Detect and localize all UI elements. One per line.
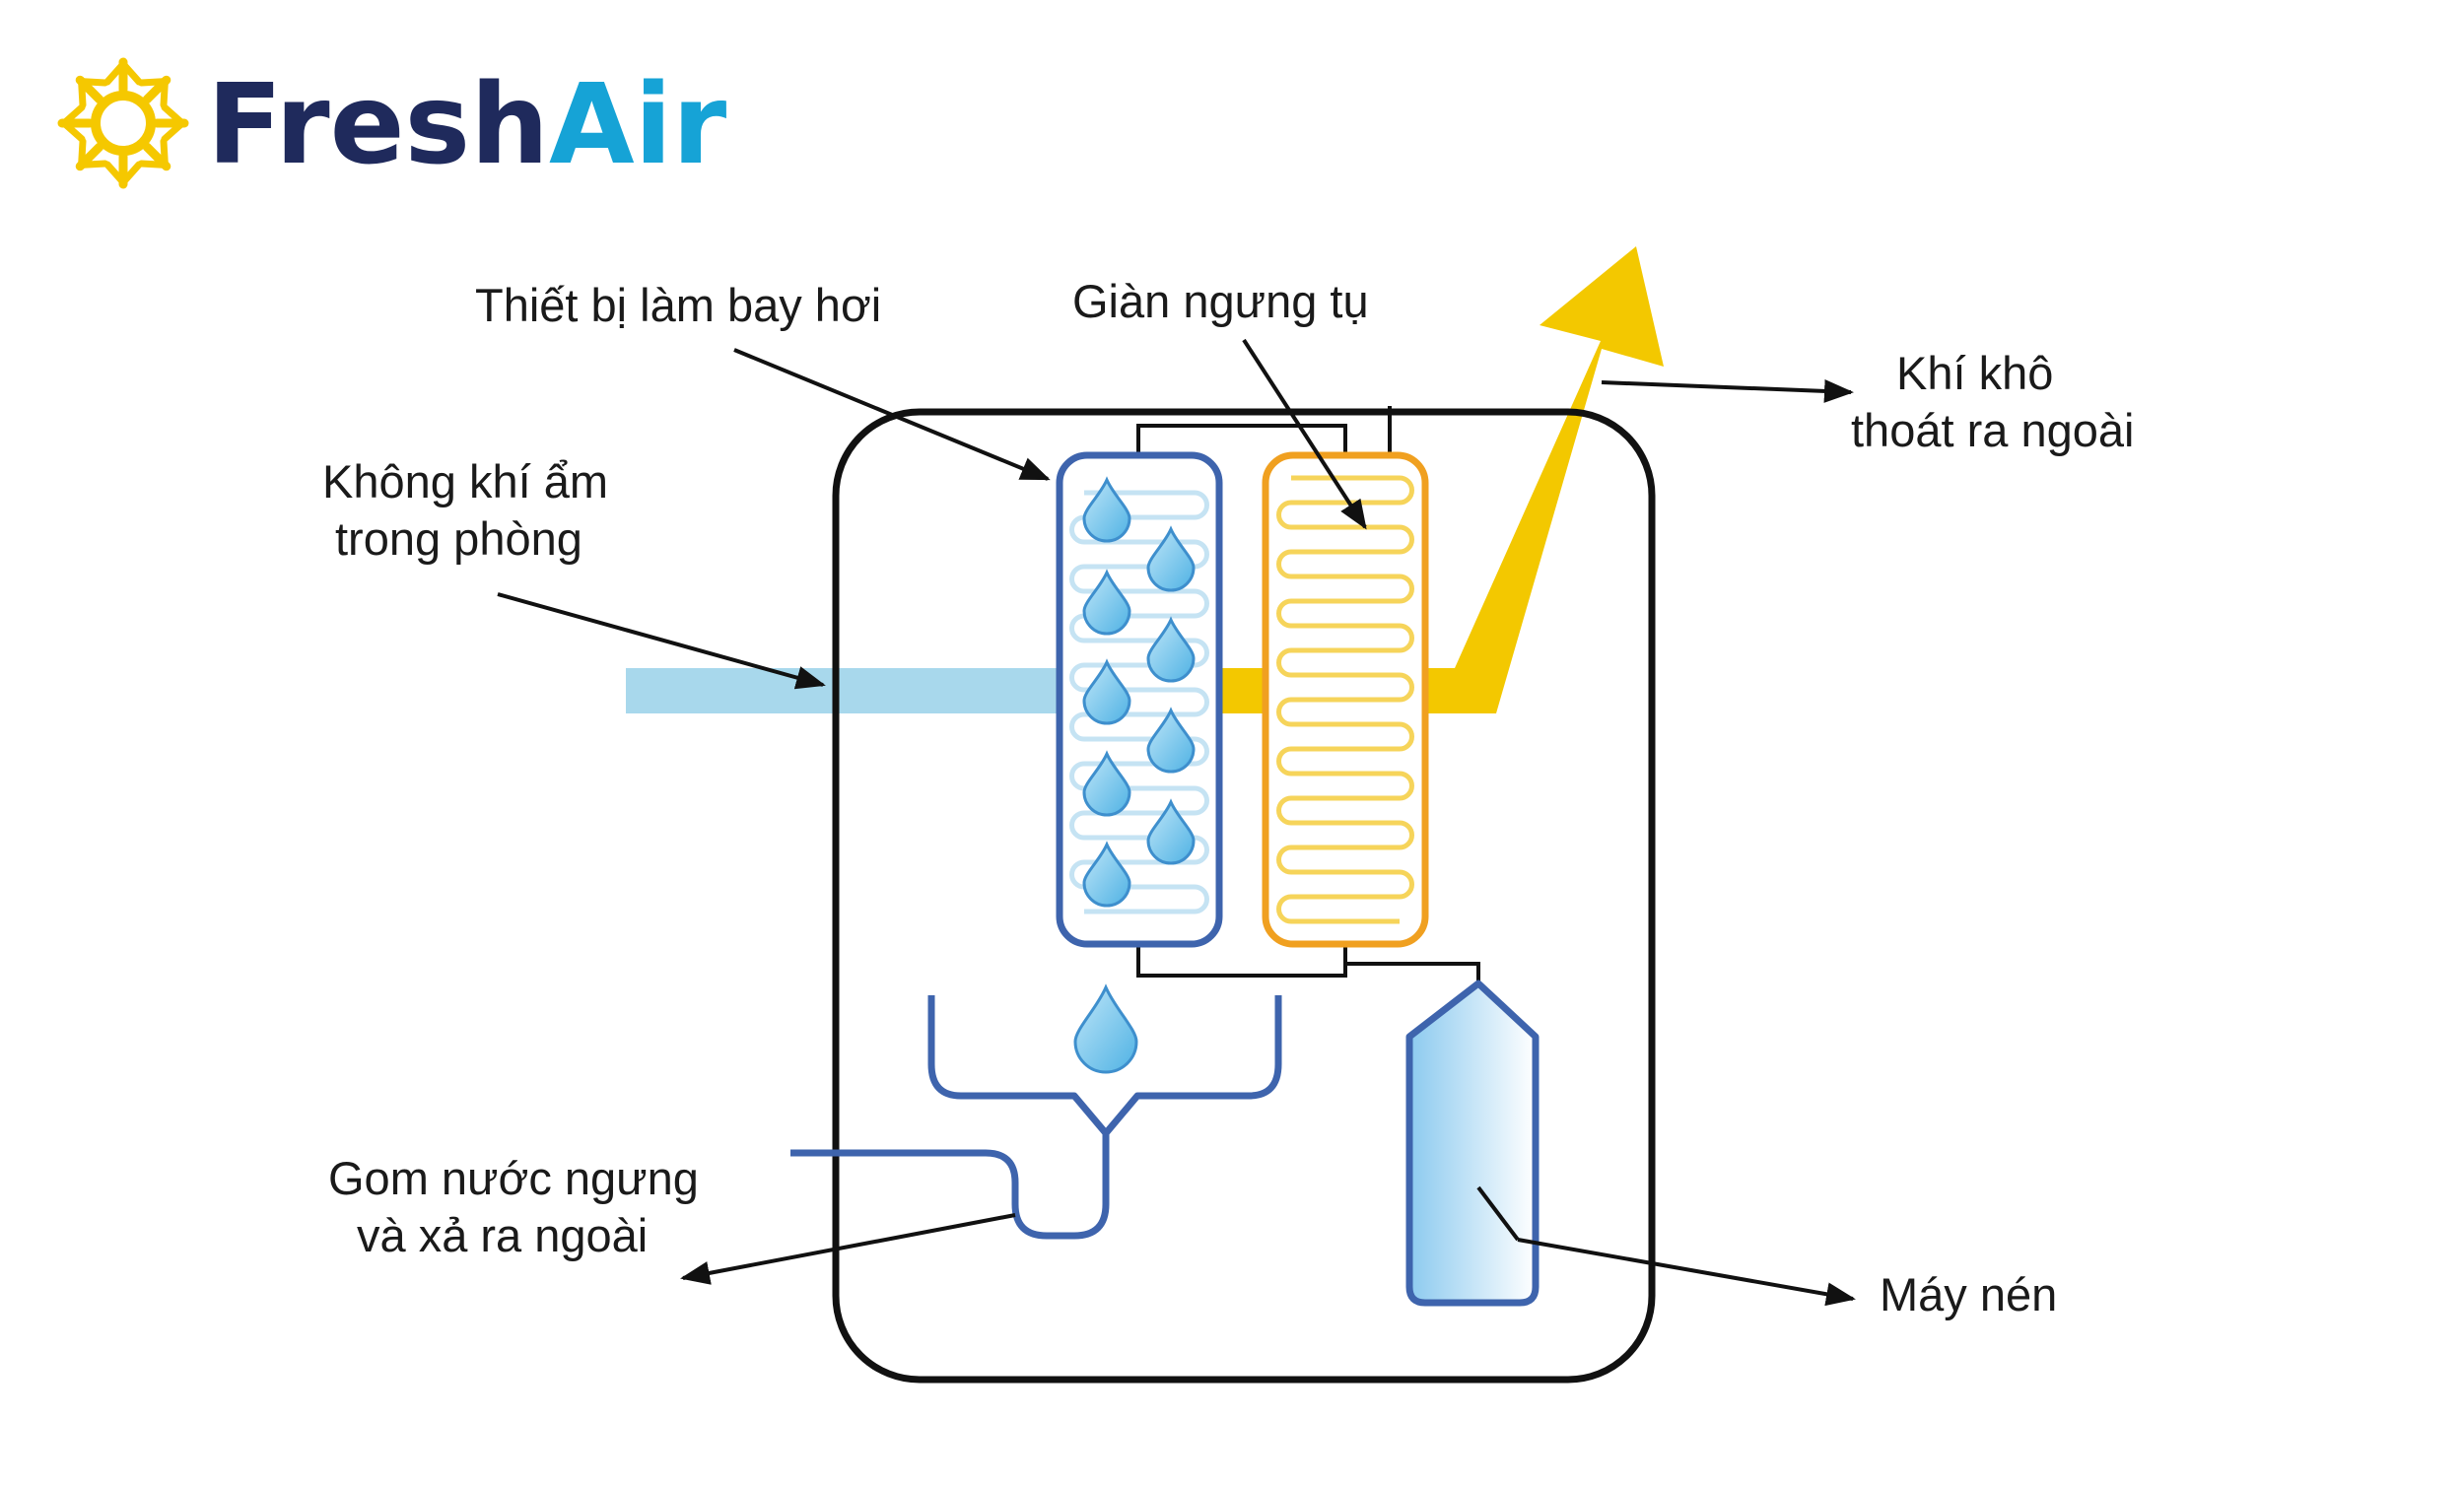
water-drop-icon — [1082, 841, 1131, 908]
drain-pipe — [790, 1133, 1110, 1240]
label-pointers — [497, 338, 1856, 1307]
drain-label-line1: Gom nước ngưng — [328, 1152, 699, 1204]
unit-housing — [832, 408, 1656, 1384]
evaporator — [1056, 451, 1223, 948]
condenser — [1262, 451, 1429, 948]
brand-name-fresh: Fresh — [207, 61, 549, 189]
water-drop-icon — [1073, 983, 1138, 1074]
humid-air-label-line2: trong phòng — [335, 512, 582, 565]
water-drop-icon — [1146, 798, 1196, 865]
water-drop-icon — [1082, 658, 1131, 725]
evaporator-label: Thiết bị làm bay hơi — [475, 279, 881, 331]
water-tray — [790, 995, 1282, 1240]
water-drop-icon — [1082, 476, 1131, 543]
dry-air-label-line1: Khí khô — [1896, 347, 2053, 399]
svg-text:FreshAir: FreshAir — [207, 61, 726, 189]
water-drop-icon — [1146, 525, 1196, 592]
compressor-pointer — [1476, 1185, 1520, 1242]
water-drop-icon — [1146, 707, 1196, 774]
compressor — [1405, 980, 1540, 1307]
humid-air-label-line1: Không khí ẩm — [322, 455, 608, 507]
drain-label-line2: và xả ra ngoài — [357, 1209, 648, 1261]
brand-name-air: Air — [549, 61, 726, 189]
condenser-label: Giàn ngưng tụ — [1072, 275, 1369, 327]
brand-logo: FreshAir — [57, 57, 726, 189]
drain-pointer — [680, 1213, 1016, 1285]
snowflake-sun-icon — [57, 57, 189, 189]
dry-air-label-line2: thoát ra ngoài — [1851, 404, 2134, 456]
condenser-pointer — [1242, 338, 1367, 530]
compressor-label: Máy nén — [1880, 1268, 2057, 1320]
water-drop-icon — [1082, 569, 1131, 636]
water-droplets — [1082, 476, 1196, 908]
humid-air-pointer — [497, 592, 826, 690]
dry-air-pointer — [1601, 378, 1854, 403]
humid-air-flow — [626, 668, 1060, 713]
water-drop-icon — [1146, 616, 1196, 683]
evaporator-pointer — [733, 348, 1051, 481]
water-drop-icon — [1082, 750, 1131, 817]
refrigerant-piping — [1136, 406, 1480, 983]
